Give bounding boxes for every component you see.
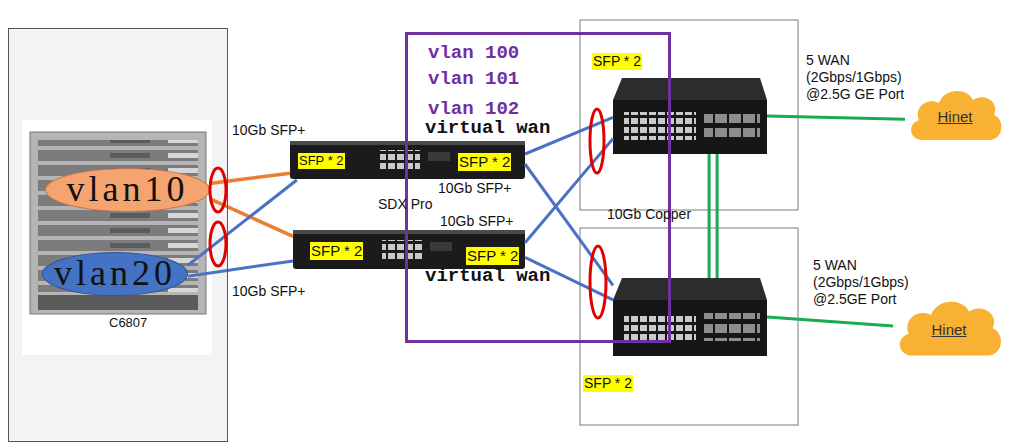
network-link bbox=[210, 173, 290, 183]
link-aggregation-mark bbox=[590, 246, 606, 318]
appliance-ports bbox=[380, 150, 420, 170]
isp-name: Hinet bbox=[931, 313, 966, 339]
isp-cloud: Hinet bbox=[905, 82, 1005, 144]
network-link bbox=[767, 317, 893, 326]
double-link bbox=[709, 154, 717, 278]
chassis-power-supplies bbox=[38, 295, 198, 310]
vlan-oval: vlan10 bbox=[45, 168, 210, 212]
port-highlight: SFP * 2 bbox=[592, 53, 642, 70]
port-highlight: SFP * 2 bbox=[458, 153, 511, 171]
cloud-outline bbox=[911, 91, 1001, 140]
port-highlight: SFP * 2 bbox=[466, 247, 519, 265]
isp-cloud: Hinet bbox=[893, 292, 1005, 360]
vlan-id: vlan 100 bbox=[428, 42, 519, 65]
vlan-name: vlan20 bbox=[54, 252, 176, 295]
switch-sfp-cages bbox=[704, 112, 760, 140]
appliance-ports bbox=[382, 240, 422, 260]
left-panel-background bbox=[8, 28, 228, 442]
network-link bbox=[525, 139, 613, 243]
interface-note: virtual wan bbox=[425, 265, 550, 288]
link-aggregation-mark bbox=[210, 222, 226, 266]
appliance-display bbox=[428, 152, 450, 161]
link-speed: 10Gb SFP+ bbox=[440, 213, 514, 230]
device-name: SDX Pro bbox=[378, 196, 432, 213]
isp-name: Hinet bbox=[937, 100, 972, 126]
chassis-frame: C6807 vlan10 vlan20 bbox=[8, 28, 228, 442]
appliance-display bbox=[430, 242, 452, 251]
wan-note: 5 WAN (2Gbps/1Gbps) @2.5G GE Port bbox=[806, 52, 918, 103]
link-aggregation-mark bbox=[590, 109, 604, 173]
link-speed: 10Gb SFP+ bbox=[438, 180, 512, 197]
vlan-oval: vlan20 bbox=[42, 252, 188, 296]
link-speed: 10Gb Copper bbox=[607, 206, 691, 223]
link-speed: 10Gb SFP+ bbox=[232, 122, 306, 139]
port-highlight: SFP * 2 bbox=[310, 242, 363, 260]
vlan-name: vlan10 bbox=[67, 168, 189, 211]
netgear-switch: SFP * 2 bbox=[613, 278, 767, 356]
port-highlight: SFP * 2 bbox=[583, 375, 633, 392]
network-link bbox=[188, 261, 293, 276]
switch-sfp-cages bbox=[704, 313, 760, 341]
switch-top-face bbox=[613, 78, 767, 100]
chassis-photo-background bbox=[22, 120, 212, 355]
switch-front bbox=[613, 300, 767, 356]
switch-top-face bbox=[613, 278, 767, 300]
network-link bbox=[767, 116, 905, 119]
port-highlight: SFP * 2 bbox=[298, 153, 345, 169]
network-link bbox=[708, 154, 711, 278]
switch-ports bbox=[624, 112, 696, 140]
switch-frame bbox=[580, 228, 798, 425]
appliance-body bbox=[293, 230, 525, 269]
netgear-switch: SFP * 2 bbox=[613, 78, 767, 154]
chassis-body bbox=[30, 132, 206, 314]
wan-note: 5 WAN (2Gbps/1Gbps) @2.5GE Port bbox=[813, 257, 925, 308]
network-link bbox=[210, 199, 293, 237]
switch-front bbox=[613, 100, 767, 154]
vlan-id: vlan 101 bbox=[428, 68, 519, 91]
switch-ports bbox=[624, 313, 696, 341]
link-aggregation-mark bbox=[210, 168, 226, 212]
appliance-top-edge bbox=[293, 230, 525, 234]
cloud-outline bbox=[900, 302, 1001, 356]
link-speed: 10Gb SFP+ bbox=[232, 283, 306, 300]
device-name: C6807 bbox=[109, 315, 147, 331]
interface-note: virtual wan bbox=[425, 117, 550, 140]
network-link bbox=[716, 154, 719, 278]
switch-frame bbox=[580, 20, 798, 210]
sdx-pro-appliance: SFP * 2 SFP * 2 bbox=[293, 228, 525, 270]
